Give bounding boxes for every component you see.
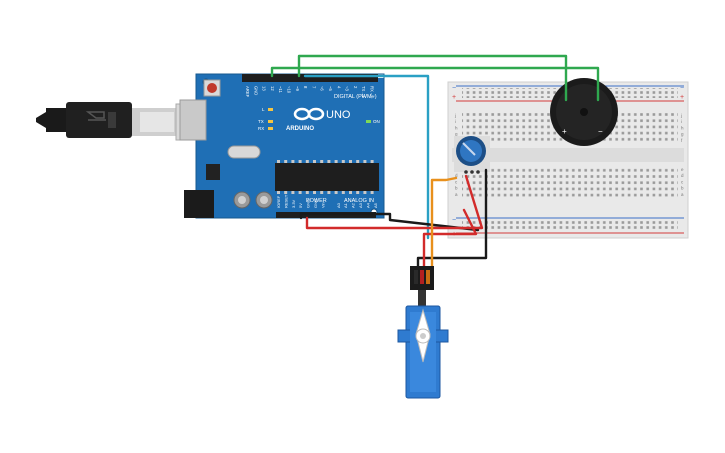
pin-label: ~5 [328, 86, 333, 91]
led-label-l: L [262, 107, 265, 112]
rail-plus-top: + [452, 94, 456, 101]
row-letter: g [681, 132, 684, 137]
pin-label: 13 [262, 86, 267, 91]
servo-motor-icon[interactable] [397, 266, 449, 399]
pin-label: A5 [373, 202, 378, 208]
rail-minus-top-right: − [680, 85, 684, 92]
wire-green-outer [297, 54, 568, 102]
row-letter: b [681, 186, 684, 191]
pin-label: 7 [311, 86, 316, 89]
row-letter: i [455, 119, 456, 124]
row-letter: g [455, 132, 458, 137]
row-letter: a [681, 192, 684, 197]
wire-red-servo [422, 208, 478, 274]
reset-button[interactable] [207, 83, 217, 93]
rail-minus-bottom: − [452, 217, 456, 224]
pin-label: 12 [270, 86, 275, 91]
pin-label: A2 [351, 202, 356, 208]
atmega-chip [275, 163, 379, 191]
led-label-rx: RX [258, 126, 264, 131]
row-letter: h [681, 125, 684, 130]
pin-label: 2 [353, 86, 358, 89]
piezo-buzzer-icon[interactable]: + − [550, 78, 618, 146]
row-letter: d [681, 173, 684, 178]
row-letter: j [454, 113, 456, 118]
power-label: POWER [306, 198, 327, 204]
wire-teal [303, 74, 430, 240]
wire-green-inner [270, 66, 600, 102]
pin-label: A1 [343, 202, 348, 208]
wire-black-ground [299, 212, 480, 232]
pin-label: ~6 [320, 86, 325, 91]
rail-plus-top-right: + [680, 94, 684, 101]
row-letter: c [455, 179, 458, 184]
row-letter: j [680, 113, 682, 118]
infinity-logo-icon [293, 107, 325, 121]
wire-red-5v [305, 174, 484, 230]
row-letter: a [455, 192, 458, 197]
row-letter: h [455, 125, 458, 130]
wire-orange-signal [430, 176, 458, 274]
pin-label: ~9 [295, 86, 300, 91]
analog-label: ANALOG IN [344, 198, 374, 204]
pin-label: A0 [336, 202, 341, 208]
pin-label: GND [253, 86, 258, 95]
digital-header [242, 74, 378, 82]
row-letter: c [681, 179, 684, 184]
pin-label: AREF [245, 86, 250, 98]
pin-label: A3 [358, 202, 363, 208]
rail-minus-top: − [452, 85, 456, 92]
buzzer-minus-label: − [598, 127, 603, 136]
brand-label: ARDUINO [286, 126, 314, 132]
status-leds: L TX RX ON [258, 107, 380, 131]
pin-label: RESET [283, 194, 288, 208]
pin-label: 3.3V [291, 199, 296, 208]
led-label-tx: TX [258, 119, 264, 124]
pin-label: A4 [365, 202, 370, 208]
row-letter: i [681, 119, 682, 124]
pin-label: Vin [320, 202, 325, 208]
buzzer-plus-label: + [562, 127, 567, 136]
usb-cable-icon [36, 102, 203, 141]
pin-label: ~3 [345, 86, 350, 91]
pin-label: ~10 [287, 86, 292, 94]
row-letter: b [455, 186, 458, 191]
pin-label: 8 [303, 86, 308, 89]
pin-label: TX→1 [361, 86, 366, 99]
pin-label: RX←0 [370, 86, 375, 99]
led-label-on: ON [373, 119, 380, 124]
pin-label: GND [306, 199, 311, 208]
row-letter: d [455, 173, 458, 178]
pin-label: 5V [298, 203, 303, 208]
wire-black-servo [416, 168, 488, 274]
pin-label: GND [313, 199, 318, 208]
digital-label: DIGITAL (PWM~) [334, 94, 377, 100]
pin-label: IOREF [276, 195, 281, 208]
model-label: UNO [326, 109, 351, 121]
row-letter: f [681, 138, 683, 143]
potentiometer-icon[interactable] [454, 136, 490, 174]
row-letter: e [681, 167, 684, 172]
pin-label: ~11 [278, 86, 283, 93]
pin-label: 4 [336, 86, 341, 89]
wires [270, 54, 600, 274]
